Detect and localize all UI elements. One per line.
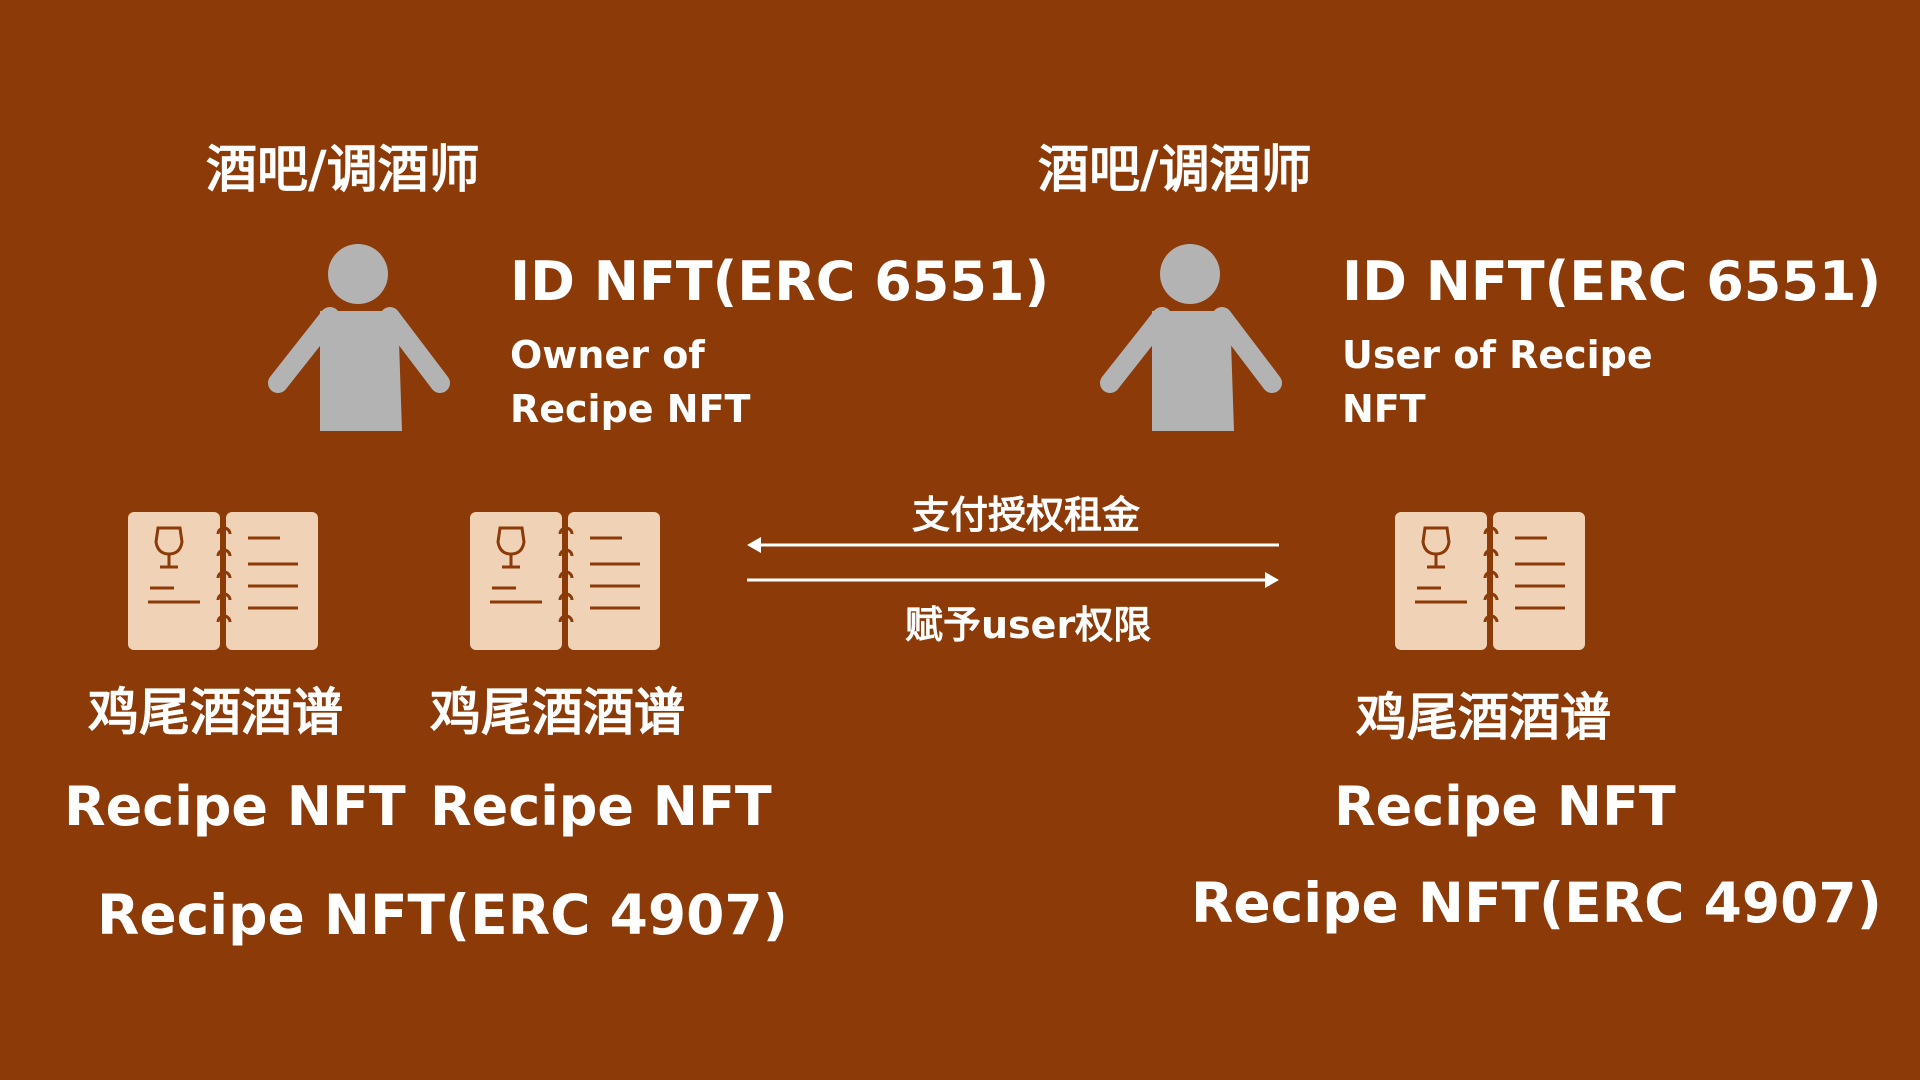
right-recipe-en: Recipe NFT (1334, 775, 1676, 838)
right-id-nft-title: ID NFT(ERC 6551) (1342, 250, 1882, 313)
left-recipe-en-1: Recipe NFT (64, 775, 406, 838)
left-bottom-label: Recipe NFT(ERC 4907) (97, 883, 788, 947)
arrow-right (745, 570, 1281, 590)
left-recipe-cn-1: 鸡尾酒酒谱 (88, 684, 344, 743)
arrow-top-label: 支付授权租金 (912, 493, 1141, 537)
right-recipe-book-icon (1395, 512, 1585, 650)
left-id-nft-title: ID NFT(ERC 6551) (510, 250, 1050, 313)
left-desc-line2: Recipe NFT (510, 387, 751, 431)
right-desc-line2: NFT (1342, 387, 1426, 431)
left-person-icon (268, 243, 452, 431)
left-desc-line1: Owner of (510, 333, 705, 377)
right-desc-line1: User of Recipe (1342, 333, 1653, 377)
left-role-label: 酒吧/调酒师 (206, 141, 480, 200)
arrow-left (745, 535, 1281, 555)
right-person-icon (1100, 243, 1284, 431)
left-recipe-book-icon-1 (128, 512, 318, 650)
right-recipe-cn: 鸡尾酒酒谱 (1356, 689, 1612, 748)
right-bottom-label: Recipe NFT(ERC 4907) (1191, 871, 1882, 935)
arrow-bottom-label: 赋予user权限 (905, 603, 1152, 647)
left-recipe-en-2: Recipe NFT (430, 775, 772, 838)
left-recipe-cn-2: 鸡尾酒酒谱 (430, 684, 686, 743)
right-role-label: 酒吧/调酒师 (1038, 141, 1312, 200)
left-recipe-book-icon-2 (470, 512, 660, 650)
